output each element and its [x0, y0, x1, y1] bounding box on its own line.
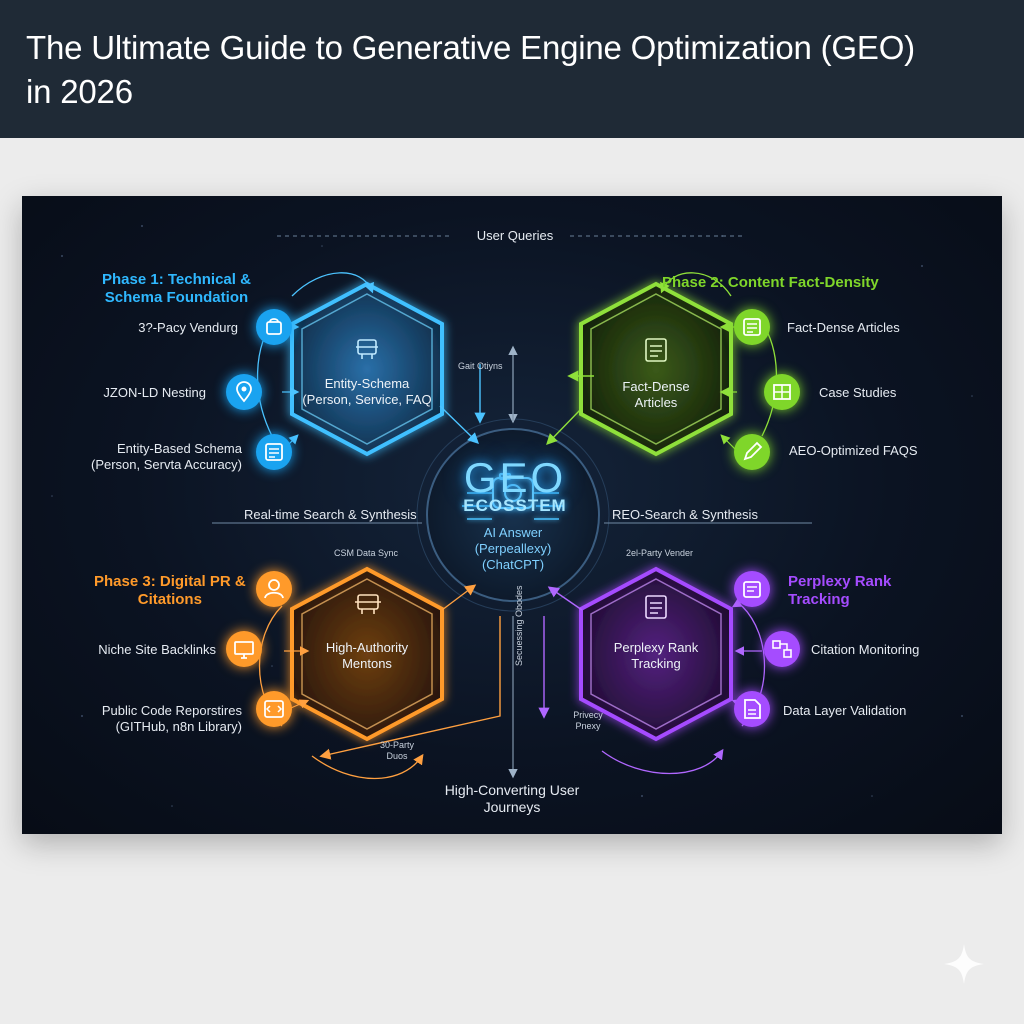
- hex3-icon: [355, 594, 381, 614]
- hex-phase3: [290, 566, 444, 742]
- user-queries-label: User Queries: [476, 228, 554, 243]
- phase2-item-1: Fact-Dense Articles: [787, 320, 900, 335]
- shopping-bag-icon: [256, 309, 292, 345]
- party-bottom-label: 30-Party Duos: [379, 740, 415, 761]
- hex3-label: High-Authority Mentons: [325, 640, 409, 671]
- privacy-label: Privecy Pnexy: [573, 710, 603, 731]
- geo-subtitle: ECOSSTEM: [463, 496, 567, 515]
- grid-icon: [764, 374, 800, 410]
- phase3-item-1: Niche Site Backlinks: [98, 642, 216, 657]
- phase4-item-1: Citation Monitoring: [811, 642, 920, 657]
- phase1-title: Phase 1: Technical & Schema Foundation: [102, 271, 251, 306]
- geo-title: GEO: [463, 454, 567, 501]
- user-icon: [256, 571, 292, 607]
- hex1-label: Entity-Schema (Person, Service, FAQ: [302, 376, 432, 407]
- bottom-label: High-Converting User Journeys: [444, 782, 580, 815]
- left-flow-label: Real-time Search & Synthesis: [244, 507, 417, 522]
- page-title: The Ultimate Guide to Generative Engine …: [26, 29, 915, 110]
- vender-label: 2el-Party Vender: [626, 548, 694, 558]
- pin-doc-icon: [734, 571, 770, 607]
- center-ring: [426, 428, 600, 602]
- location-pin-icon: [226, 374, 262, 410]
- hex-phase2: [579, 281, 733, 457]
- flowchart-icon: [764, 631, 800, 667]
- diagram-canvas: [51, 225, 973, 807]
- phase2-item-2: Case Studies: [819, 385, 897, 400]
- phase3-title: Phase 3: Digital PR & Citations: [94, 573, 246, 608]
- ai-camera-icon: [492, 473, 534, 509]
- csm-label: CSM Data Sync: [334, 548, 399, 558]
- hex-phase1: [290, 281, 444, 457]
- phase1-item-2: JZON-LD Nesting: [103, 385, 206, 400]
- hex4-label: Perplexy Rank Tracking: [613, 640, 699, 671]
- hex2-label: Fact-Dense Articles: [622, 379, 690, 410]
- geo-infographic: User Queries GEO ECOSSTEM Phase 1: Techn…: [22, 196, 1002, 834]
- phase2-item-3: AEO-Optimized FAQS: [789, 443, 918, 458]
- sparkle-icon: [944, 944, 984, 984]
- phase4-item-2: Data Layer Validation: [783, 703, 907, 718]
- gait-label: Gait Otiyns: [458, 361, 503, 371]
- hex2-icon: [645, 338, 667, 362]
- hex1-icon: [356, 339, 378, 359]
- hex4-icon: [645, 595, 667, 619]
- monitor-icon: [226, 631, 262, 667]
- vertical-label: Secuessing Obodes: [514, 585, 524, 666]
- phase3-item-2: Public Code Reporstires (GITHub, n8n Lib…: [101, 703, 242, 734]
- phase4-title: Perplexy Rank Tracking: [788, 573, 892, 608]
- article-icon: [734, 309, 770, 345]
- code-icon: [256, 691, 292, 727]
- doc-check-icon: [734, 691, 770, 727]
- right-flow-label: REO-Search & Synthesis: [612, 507, 758, 522]
- phase2-title: Phase 2: Content Fact-Density: [662, 274, 879, 291]
- center-node-label: AI Answer (Perpeallexy) (ChatCPT): [474, 525, 552, 572]
- pencil-icon: [734, 434, 770, 470]
- header-bar: The Ultimate Guide to Generative Engine …: [0, 0, 1024, 138]
- phase1-item-3: Entity-Based Schema (Person, Servta Accu…: [91, 441, 242, 472]
- document-list-icon: [256, 434, 292, 470]
- phase1-item-1: 3?-Pacy Vendurg: [138, 320, 238, 335]
